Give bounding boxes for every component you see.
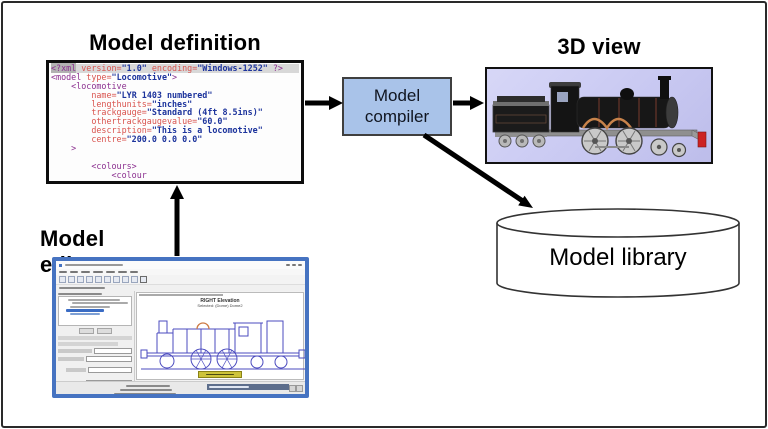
- editor-toolbar: [56, 275, 305, 285]
- xml-code: <?xml version="1.0" encoding="Windows-12…: [49, 63, 301, 181]
- model-definition-title: Model definition: [89, 30, 261, 55]
- editor-input-field: [86, 356, 132, 362]
- locomotive-wireframe-drawing: [140, 320, 305, 370]
- editor-statusbar: [56, 381, 305, 394]
- app-icon: [59, 263, 62, 267]
- editor-drawing-canvas: RIGHT Elevation Selected: (Dome) Dome2: [136, 292, 305, 380]
- canvas-subtitle: Selected: (Dome) Dome2: [197, 303, 243, 308]
- model-editor-window: RIGHT Elevation Selected: (Dome) Dome2: [52, 257, 309, 398]
- window-title-text: [65, 264, 123, 266]
- compiler-label-line2: compiler: [364, 106, 430, 126]
- view3d-image: [485, 67, 713, 164]
- editor-left-panel: [56, 291, 135, 394]
- editor-small-button: [96, 328, 112, 334]
- minimize-icon: [286, 264, 290, 266]
- maximize-icon: [292, 264, 296, 266]
- locomotive-3d-render: [492, 76, 707, 158]
- close-icon: [298, 264, 302, 266]
- canvas-info-text: [139, 294, 223, 296]
- editor-titlebar: [56, 261, 305, 269]
- compiler-label-line1: Model: [373, 85, 421, 105]
- model-compiler-box: Model compiler: [342, 77, 452, 136]
- model-library-cylinder: Model library: [494, 206, 742, 302]
- canvas-selected-button: [198, 371, 242, 378]
- editor-small-button: [78, 328, 94, 334]
- editor-subbar: [56, 285, 305, 291]
- editor-input-field: [88, 367, 132, 373]
- editor-menubar: [56, 269, 305, 275]
- status-button: [289, 384, 296, 392]
- canvas-title: RIGHT Elevation: [200, 298, 240, 304]
- tree-selected-item: [66, 308, 104, 312]
- status-button: [296, 384, 303, 392]
- cylinder-shape: [496, 208, 740, 298]
- editor-tree-view: [58, 296, 132, 326]
- model-definition-box: <?xml version="1.0" encoding="Windows-12…: [46, 60, 304, 184]
- status-highlight-field: [207, 384, 289, 390]
- model-library-label: Model library: [549, 244, 687, 271]
- selected-dome-outline: [196, 322, 210, 330]
- view3d-title: 3D view: [557, 34, 641, 59]
- editor-input-field: [94, 348, 132, 354]
